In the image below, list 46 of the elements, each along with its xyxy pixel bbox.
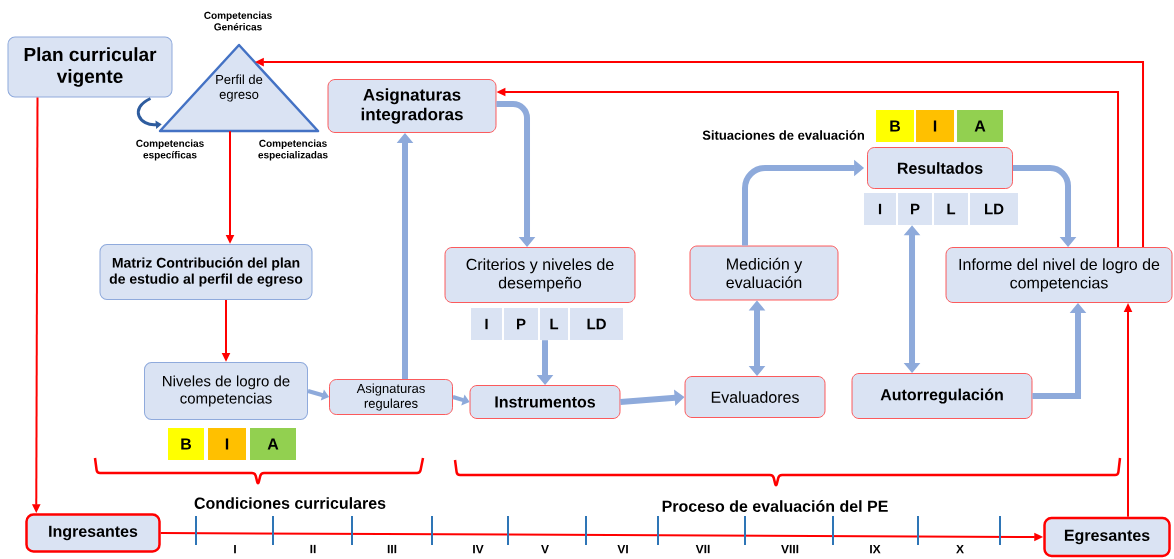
level-cell: B	[876, 110, 914, 142]
level-cell: I	[208, 428, 246, 460]
process-box: Criterios y niveles de desempeño	[444, 247, 636, 303]
profile-triangle: Perfil de egreso	[158, 43, 320, 133]
semester-label: IX	[870, 544, 881, 554]
process-box: Informe del nivel de logro de competencias	[945, 247, 1173, 303]
arrow	[136, 97, 162, 129]
semester-label: V	[541, 544, 549, 554]
level-cell: I	[916, 110, 954, 142]
process-box: Matriz Contribución del plan de estudio al perfil de egreso	[99, 244, 313, 300]
side-label: Competencias Genéricas	[204, 11, 272, 31]
level-cell: LD	[970, 193, 1018, 225]
semester-label: VI	[617, 544, 628, 554]
section-label: Proceso de evaluación del PE	[662, 500, 888, 512]
side-label: Competencias especializadas	[258, 139, 328, 161]
level-cell: B	[168, 428, 204, 460]
process-box: Autorregulación	[851, 373, 1033, 419]
semester-label: IV	[473, 544, 484, 554]
level-cell: I	[864, 193, 896, 225]
level-cell: A	[957, 110, 1003, 142]
semester-label: III	[387, 544, 397, 554]
semester-label: VII	[695, 544, 710, 554]
level-cell: L	[934, 193, 968, 225]
level-cell: I	[471, 308, 502, 340]
semester-label: VIII	[781, 544, 799, 554]
process-box: Asignaturas regulares	[329, 379, 453, 415]
endpoint-box: Ingresantes	[25, 513, 161, 553]
caption-text: Situaciones de evaluación	[702, 130, 864, 140]
level-cell: P	[898, 193, 932, 225]
level-cell: L	[540, 308, 568, 340]
process-box: Instrumentos	[469, 385, 621, 419]
process-box: Evaluadores	[684, 376, 826, 418]
process-box: Resultados	[867, 147, 1013, 189]
semester-label: II	[310, 544, 316, 554]
process-box: Plan curricular vigente	[7, 36, 173, 98]
side-label: Competencias específicas	[136, 139, 204, 161]
endpoint-box: Egresantes	[1043, 516, 1171, 558]
semester-label: I	[234, 544, 236, 554]
level-cell: P	[504, 308, 538, 340]
level-cell: A	[250, 428, 296, 460]
section-label: Condiciones curriculares	[194, 497, 386, 509]
process-box: Asignaturas integradoras	[327, 79, 497, 133]
process-box: Niveles de logro de competencias	[144, 362, 308, 420]
process-box: Medición y evaluación	[689, 245, 839, 301]
level-cell: LD	[570, 308, 623, 340]
semester-label: X	[956, 544, 964, 554]
